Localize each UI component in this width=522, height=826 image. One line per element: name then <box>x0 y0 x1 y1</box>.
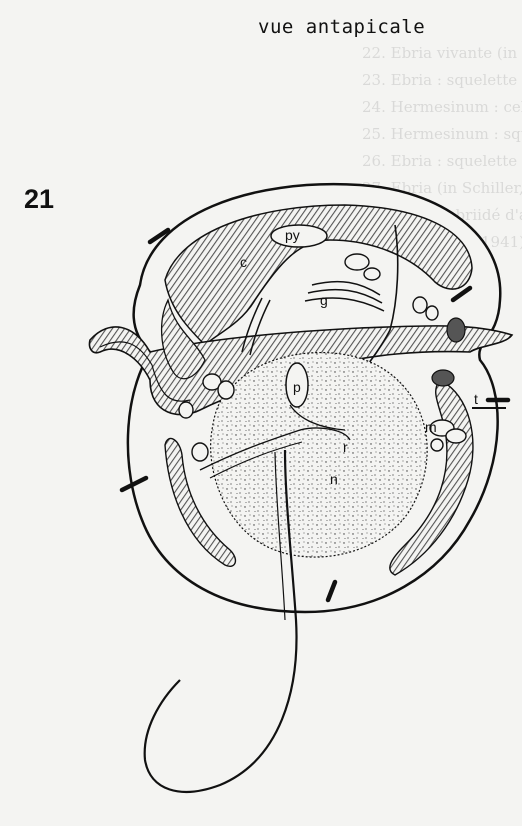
label-py: py <box>285 227 300 243</box>
label-p: p <box>293 379 301 395</box>
vesicle-shaded <box>447 318 465 342</box>
label-m: m <box>425 419 437 435</box>
label-n: n <box>330 471 338 487</box>
label-g: g <box>320 292 328 308</box>
nucleus <box>211 353 428 558</box>
label-c: c <box>240 254 247 270</box>
mitochondrion-shaded <box>432 370 454 386</box>
label-t: t <box>474 391 478 407</box>
label-r: r <box>343 439 348 455</box>
